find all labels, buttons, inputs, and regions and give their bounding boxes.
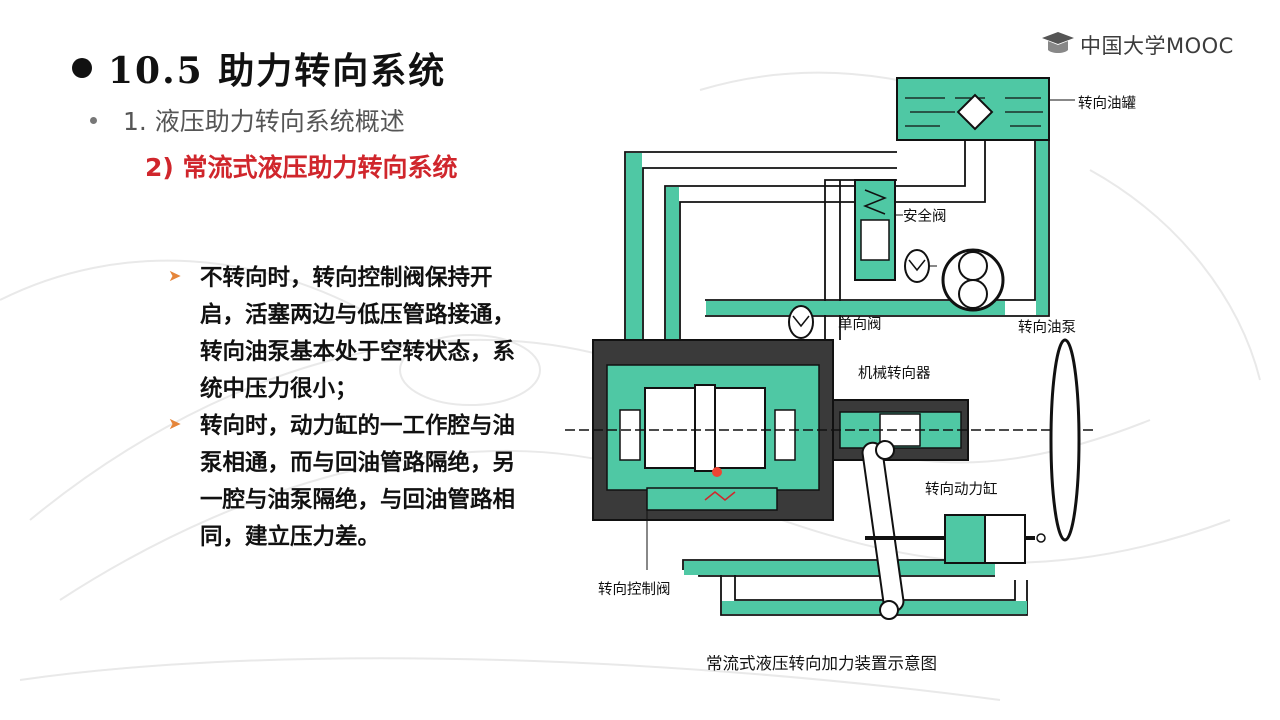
subtitle-bullet xyxy=(90,116,97,124)
section-heading: 2) 常流式液压助力转向系统 xyxy=(145,153,458,182)
steering-gear xyxy=(565,399,1095,461)
label-check-valve: 单向阀 xyxy=(838,317,882,333)
bullet-text-1: 不转向时，转向控制阀保持开启，活塞两边与低压管路接通，转向油泵基本处于空转状态，… xyxy=(200,265,516,402)
control-valve xyxy=(592,339,834,521)
power-cylinder xyxy=(944,514,1046,564)
label-pump: 转向油泵 xyxy=(1018,320,1076,336)
subtitle: 1. 液压助力转向系统概述 xyxy=(90,103,405,137)
arrow-bullet-icon: ➤ xyxy=(168,414,182,433)
title-number: 10.5 xyxy=(108,50,204,92)
label-power-cylinder: 转向动力缸 xyxy=(925,482,998,498)
slide-title: 10.5 助力转向系统 xyxy=(72,44,446,92)
mooc-cap-icon xyxy=(1042,32,1074,53)
bullet-item-1: ➤ 不转向时，转向控制阀保持开启，活塞两边与低压管路接通，转向油泵基本处于空转状… xyxy=(168,260,530,408)
hydraulic-steering-diagram xyxy=(565,77,1095,620)
diagram-caption: 常流式液压转向加力装置示意图 xyxy=(706,654,937,673)
label-tank: 转向油罐 xyxy=(1078,96,1136,112)
logo-text: 中国大学MOOC xyxy=(1080,34,1234,58)
label-control-valve: 转向控制阀 xyxy=(598,582,671,598)
bullet-item-2: ➤ 转向时，动力缸的一工作腔与油泵相通，而与回油管路隔绝，另一腔与油泵隔绝，与回… xyxy=(168,408,530,556)
steering-wheel xyxy=(1049,338,1081,542)
label-steering-gear: 机械转向器 xyxy=(858,366,931,382)
check-valve xyxy=(788,249,930,339)
title-text: 助力转向系统 xyxy=(218,50,447,92)
bullet-text-2: 转向时，动力缸的一工作腔与油泵相通，而与回油管路隔绝，另一腔与油泵隔绝，与回油管… xyxy=(200,413,516,550)
title-bullet xyxy=(72,58,92,78)
mooc-logo[interactable]: 中国大学MOOC xyxy=(1040,28,1234,62)
oil-tank xyxy=(896,77,1050,141)
arrow-bullet-icon: ➤ xyxy=(168,266,182,285)
subtitle-text: 1. 液压助力转向系统概述 xyxy=(123,107,405,136)
label-relief-valve: 安全阀 xyxy=(903,209,947,225)
relief-valve xyxy=(854,179,896,281)
oil-pump xyxy=(941,248,1005,312)
